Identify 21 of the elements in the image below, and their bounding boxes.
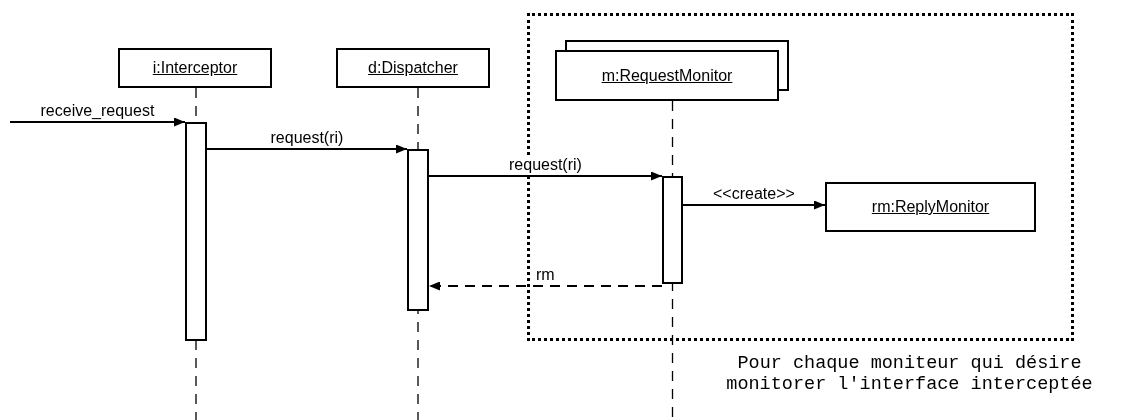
object-box — [825, 182, 1036, 232]
message-label: receive_request — [38, 103, 157, 119]
message-arrow — [682, 200, 826, 210]
message-label: request(ri) — [268, 130, 346, 146]
object-box — [118, 48, 272, 88]
message-label: <<create>> — [711, 186, 797, 202]
message-arrow — [9, 117, 186, 127]
object-name: rm:ReplyMonitor — [871, 199, 990, 215]
message-arrow — [428, 281, 663, 291]
object-name: m:RequestMonitor — [601, 67, 733, 84]
object-name: d:Dispatcher — [368, 60, 458, 76]
object-name: i:Interceptor — [152, 60, 238, 76]
object-box — [336, 48, 490, 88]
message-arrow — [206, 144, 408, 154]
message-arrow — [428, 171, 663, 181]
activation-bar — [407, 149, 429, 311]
activation-bar — [185, 122, 207, 341]
stacked-object-box — [555, 40, 789, 101]
message-label: request(ri) — [507, 157, 584, 173]
note-text: Pour chaque moniteur qui désire monitorer l'interface interceptée — [725, 353, 1094, 396]
activation-bar — [662, 176, 683, 284]
